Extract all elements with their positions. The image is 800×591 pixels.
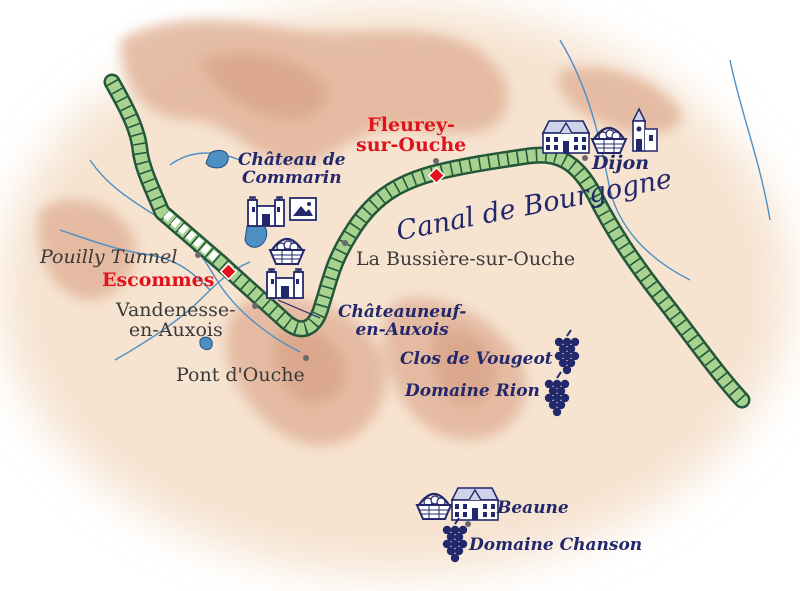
cathedral-icon [631, 107, 658, 152]
grape-cluster-icon [554, 329, 580, 375]
label-line: Château de [238, 150, 346, 170]
chateau-icon [542, 120, 590, 154]
canal-route [103, 73, 751, 409]
town-label-pont-douche: Pont d'Ouche [176, 364, 305, 386]
town-dot-icon [582, 155, 588, 161]
site-label-domaine-rion: Domaine Rion [405, 381, 540, 401]
town-label-la-bussiere: La Bussière-sur-Ouche [356, 248, 576, 270]
canal-locks [106, 79, 747, 405]
site-label-chateau-commarin: Château de Commarin [238, 150, 346, 188]
grape-cluster-icon [544, 371, 570, 417]
label-line: Châteauneuf- [338, 302, 467, 322]
stop-diamond-icon [427, 166, 446, 185]
site-label-chateauneuf: Châteauneuf- en-Auxois [338, 302, 467, 340]
stop-markers [219, 166, 446, 281]
painting-icon [289, 197, 317, 221]
label-line: Fleurey- [367, 114, 455, 136]
chateau-icon [451, 487, 499, 521]
terrain-background [0, 5, 790, 575]
label-line: en-Auxois [128, 318, 223, 341]
town-dot-icon [195, 252, 201, 258]
stop-label-fleurey: Fleurey- sur-Ouche [356, 114, 467, 156]
label-line: en-Auxois [355, 319, 449, 340]
city-label-dijon: Dijon [592, 152, 650, 174]
town-dot-icon [465, 521, 471, 527]
town-dot-icon [433, 158, 439, 164]
label-line: Vandenesse- [116, 299, 236, 321]
town-label-pouilly-tunnel: Pouilly Tunnel [40, 246, 178, 268]
grape-cluster-icon [442, 517, 468, 563]
stop-label-escommes: Escommes [102, 269, 215, 291]
site-label-domaine-chanson: Domaine Chanson [469, 535, 643, 555]
label-line: Commarin [241, 167, 342, 188]
label-line: sur-Ouche [356, 133, 467, 156]
leader-line [277, 299, 321, 319]
town-dot-icon [303, 355, 309, 361]
city-label-beaune: Beaune [497, 498, 569, 518]
town-label-vandenesse: Vandenesse- en-Auxois [116, 299, 236, 341]
town-dot-icon [342, 240, 348, 246]
stop-diamond-icon [219, 262, 238, 281]
town-dot-icon [252, 303, 258, 309]
site-label-clos-de-vougeot: Clos de Vougeot [400, 349, 553, 369]
